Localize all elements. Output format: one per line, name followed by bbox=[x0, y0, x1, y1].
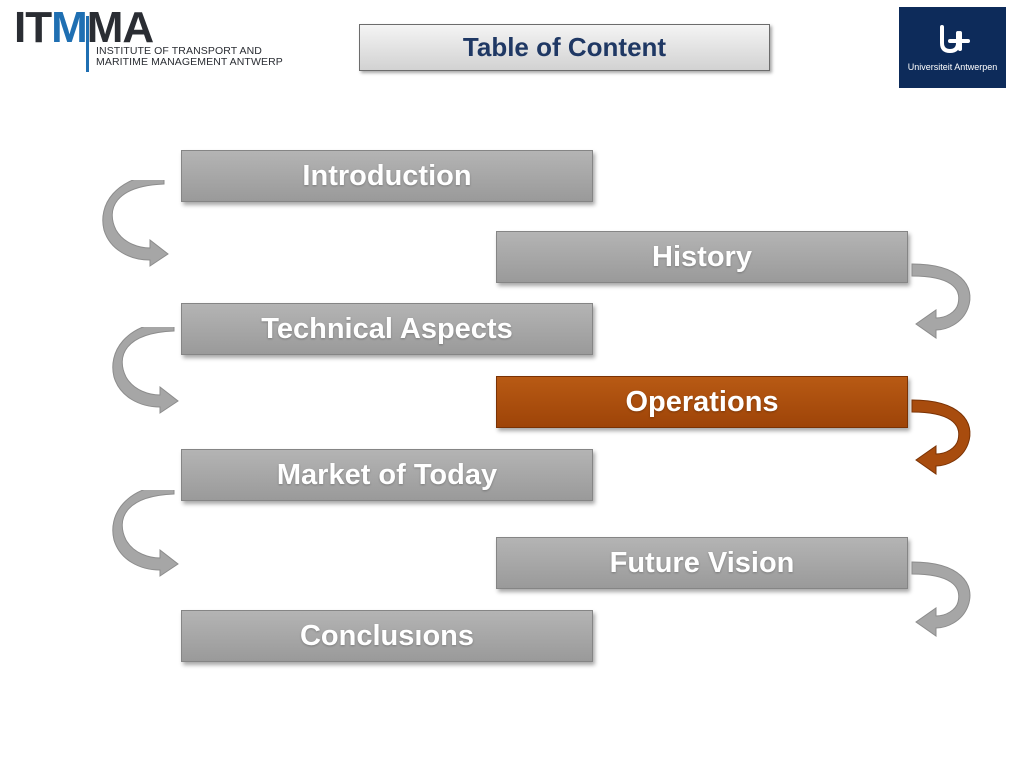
curved-arrow-icon bbox=[911, 399, 971, 475]
topic-history[interactable]: History bbox=[496, 231, 908, 283]
topic-market-of-today[interactable]: Market of Today bbox=[181, 449, 593, 501]
topic-introduction[interactable]: Introduction bbox=[181, 150, 593, 202]
topic-label: Operations bbox=[625, 385, 779, 418]
curved-arrow-icon bbox=[112, 490, 179, 577]
university-logo: Universiteit Antwerpen bbox=[899, 7, 1006, 88]
topic-label: Introduction bbox=[302, 159, 472, 192]
wordmark-part-3: MA bbox=[86, 3, 154, 52]
wordmark-part-2: M bbox=[51, 3, 88, 52]
itmma-subtitle-line1: INSTITUTE OF TRANSPORT AND bbox=[96, 45, 262, 57]
topic-label: Conclusıons bbox=[299, 619, 474, 652]
curved-arrow-icon bbox=[102, 180, 169, 267]
university-name: Universiteit Antwerpen bbox=[907, 62, 998, 72]
topic-future-vision[interactable]: Future Vision bbox=[496, 537, 908, 589]
wordmark-part-1: IT bbox=[14, 3, 52, 52]
topic-label: Future Vision bbox=[609, 546, 795, 579]
topic-conclusions[interactable]: Conclusıons bbox=[181, 610, 593, 662]
itmma-wordmark: ITMMA bbox=[14, 3, 154, 52]
title-box: Table of Content bbox=[359, 24, 770, 71]
itmma-logo-bar bbox=[86, 16, 89, 72]
university-emblem-icon bbox=[940, 25, 970, 54]
topic-operations[interactable]: Operations bbox=[496, 376, 908, 428]
topic-technical-aspects[interactable]: Technical Aspects bbox=[181, 303, 593, 355]
itmma-subtitle: INSTITUTE OF TRANSPORT AND MARITIME MANA… bbox=[96, 46, 283, 68]
curved-arrow-icon bbox=[911, 561, 971, 637]
topic-label: Market of Today bbox=[276, 458, 498, 491]
itmma-logo: ITMMA INSTITUTE OF TRANSPORT AND MARITIM… bbox=[14, 3, 284, 72]
topic-label: History bbox=[652, 240, 752, 273]
topic-label: Technical Aspects bbox=[261, 312, 513, 345]
curved-arrow-icon bbox=[112, 327, 179, 414]
page-title: Table of Content bbox=[462, 32, 667, 62]
itmma-subtitle-line2: MARITIME MANAGEMENT ANTWERP bbox=[96, 56, 283, 68]
curved-arrow-icon bbox=[911, 263, 971, 339]
